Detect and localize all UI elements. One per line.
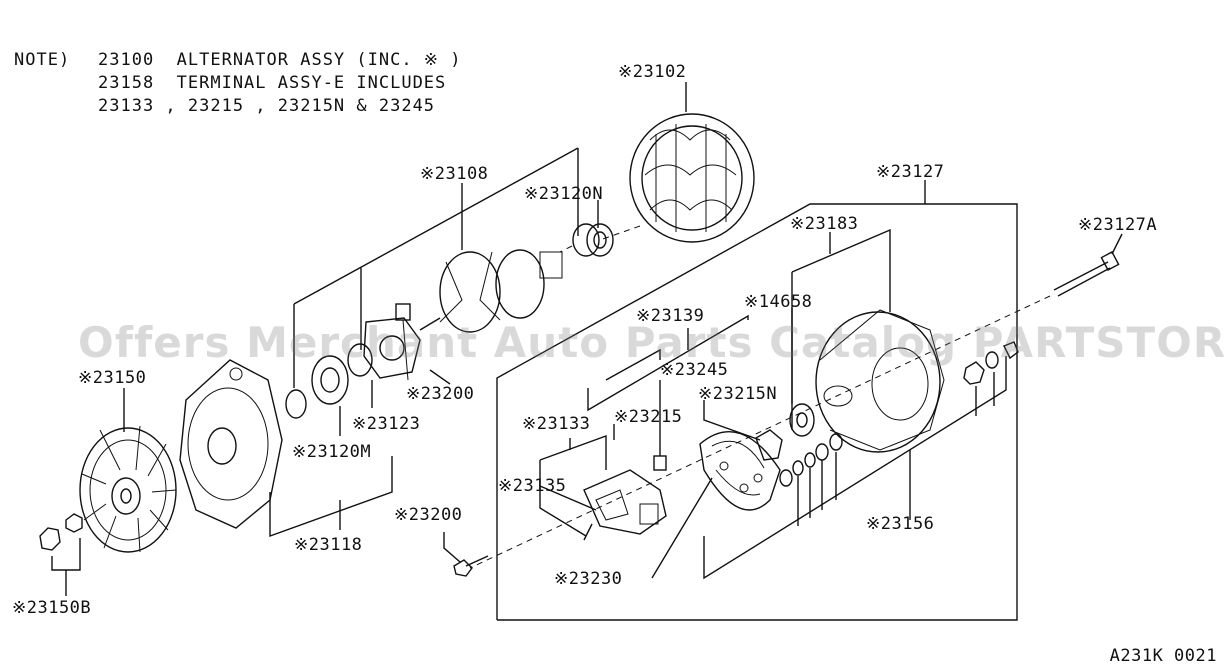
label-23200-lower[interactable]: ※23200 <box>394 505 463 525</box>
label-23118[interactable]: ※23118 <box>294 535 363 555</box>
through-bolt-drawing <box>1053 251 1120 297</box>
leader-23230 <box>651 477 713 579</box>
retainer-drawing <box>347 317 421 379</box>
leader-23127A <box>1111 233 1123 255</box>
axis-dash <box>469 295 1051 569</box>
frame-23127 <box>496 203 1018 621</box>
leader-23200a <box>429 369 451 385</box>
label-23135[interactable]: ※23135 <box>498 476 567 496</box>
note-line-3: 23133 , 23215 , 23215N & 23245 <box>98 96 436 116</box>
label-23183[interactable]: ※23183 <box>790 214 859 234</box>
bracket-23139 <box>587 314 749 412</box>
label-23150B[interactable]: ※23150B <box>12 598 92 618</box>
regulator-drawing <box>583 469 667 541</box>
label-23120M[interactable]: ※23120M <box>292 442 372 462</box>
label-23123[interactable]: ※23123 <box>352 414 421 434</box>
screw-upper-drawing <box>395 303 411 381</box>
label-23245[interactable]: ※23245 <box>660 360 729 380</box>
bearing-23120N-drawing <box>572 223 614 257</box>
label-23230[interactable]: ※23230 <box>554 569 623 589</box>
leader-23200b <box>443 532 461 563</box>
rear-housing-drawing <box>815 309 945 453</box>
bracket-23135 <box>539 485 597 511</box>
bracket-23183-top <box>791 228 891 312</box>
clip-23215-drawing <box>653 455 667 471</box>
label-23108[interactable]: ※23108 <box>420 164 489 184</box>
terminal-23215N-drawing <box>755 429 783 461</box>
axis-dash-2 <box>599 225 641 241</box>
leader-23215N <box>703 400 761 441</box>
bracket-23150B <box>51 538 81 571</box>
screw-lower-drawing <box>453 555 489 577</box>
terminal-hardware-drawing <box>779 341 1019 487</box>
bracket-23118 <box>269 456 393 537</box>
drawing-code: A231K 0021 <box>1109 646 1217 666</box>
note-prefix: NOTE) <box>14 50 71 70</box>
label-23120N[interactable]: ※23120N <box>524 184 604 204</box>
label-23139[interactable]: ※23139 <box>636 306 705 326</box>
nut-washer-drawing <box>39 513 83 551</box>
rotor-drawing <box>419 249 563 333</box>
label-23133[interactable]: ※23133 <box>522 414 591 434</box>
label-23200-upper[interactable]: ※23200 <box>406 384 475 404</box>
washer-drawing <box>285 389 307 419</box>
front-housing-drawing <box>179 359 283 529</box>
label-23215[interactable]: ※23215 <box>614 407 683 427</box>
note-line-2: 23158 TERMINAL ASSY-E INCLUDES <box>98 73 447 93</box>
bracket-23245 <box>605 348 661 381</box>
stator-drawing <box>629 113 755 243</box>
label-23127[interactable]: ※23127 <box>876 162 945 182</box>
bracket-23133 <box>539 460 587 537</box>
label-23150[interactable]: ※23150 <box>78 368 147 388</box>
bearing-14658-drawing <box>789 403 815 437</box>
bracket-23156 <box>703 356 1007 580</box>
label-14658[interactable]: ※14658 <box>744 292 813 312</box>
label-23127A[interactable]: ※23127A <box>1078 215 1158 235</box>
label-23215N[interactable]: ※23215N <box>698 384 778 404</box>
bracket-23133-b <box>539 435 607 470</box>
fan-pulley-drawing <box>79 425 177 553</box>
label-23156[interactable]: ※23156 <box>866 514 935 534</box>
axis-dash-3 <box>559 245 573 253</box>
label-23102[interactable]: ※23102 <box>618 62 687 82</box>
note-line-1: 23100 ALTERNATOR ASSY (INC. ※ ) <box>98 50 462 70</box>
bearing-23120M-drawing <box>311 355 349 405</box>
watermark: Offers Merchant Auto Parts Catalog PARTS… <box>78 318 1229 367</box>
bracket-23108 <box>293 147 579 305</box>
rectifier-drawing <box>699 431 781 511</box>
